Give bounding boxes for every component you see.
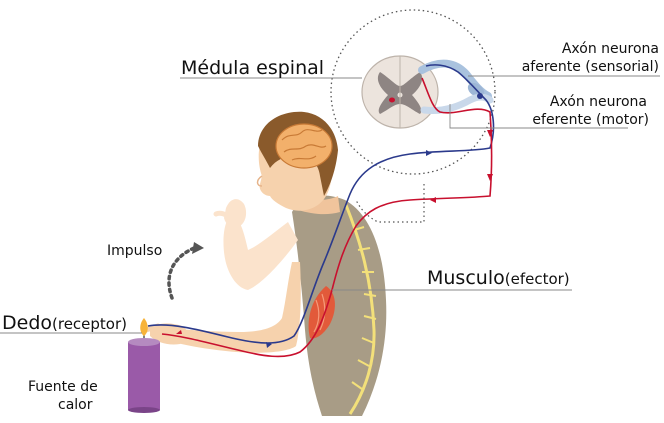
afferent-arrow-2 xyxy=(266,342,272,348)
afferent-pathway xyxy=(147,64,495,344)
reaching-arm xyxy=(161,262,301,353)
afferent-arrow-1 xyxy=(426,150,432,156)
label-efferent-line1: Axón neurona xyxy=(550,94,647,110)
head xyxy=(256,111,338,211)
impulse-arrow xyxy=(167,242,204,300)
label-muscle-main: Musculo xyxy=(427,267,505,289)
efferent-arrow-3 xyxy=(430,197,436,203)
raised-arm xyxy=(223,214,298,290)
label-spinal-cord: Médula espinal xyxy=(181,57,324,79)
efferent-arrow-1 xyxy=(487,130,493,137)
efferent-pathway xyxy=(161,77,493,358)
label-efferent-line2: eferente (motor) xyxy=(532,112,649,128)
label-muscle-sub: (efector) xyxy=(505,270,570,288)
efferent-arrow-2 xyxy=(487,174,493,181)
reaching-hand xyxy=(150,323,188,345)
muscle-effector xyxy=(308,286,335,339)
magnifier-circle xyxy=(330,9,496,175)
label-finger-sub: (receptor) xyxy=(52,315,127,333)
raised-finger xyxy=(213,210,233,221)
label-afferent-line1: Axón neurona xyxy=(562,41,659,57)
candle-heat-source xyxy=(128,318,160,413)
label-heat-line1: Fuente de xyxy=(28,379,98,395)
fingertip xyxy=(143,323,161,333)
efferent-arrow-4 xyxy=(176,330,182,334)
synapse-dot xyxy=(477,93,483,99)
label-heat-line2: calor xyxy=(58,397,93,413)
label-muscle: Musculo(efector) xyxy=(427,267,570,289)
label-afferent-line2: aferente (sensorial) xyxy=(522,59,659,75)
spinal-cord-section xyxy=(361,55,439,129)
label-finger: Dedo(receptor) xyxy=(2,312,127,334)
label-impulse: Impulso xyxy=(107,243,162,259)
label-finger-main: Dedo xyxy=(2,312,52,334)
spinal-nerve xyxy=(344,204,376,415)
spinal-nerve-branches xyxy=(351,226,377,390)
efferent-leader xyxy=(449,104,628,129)
